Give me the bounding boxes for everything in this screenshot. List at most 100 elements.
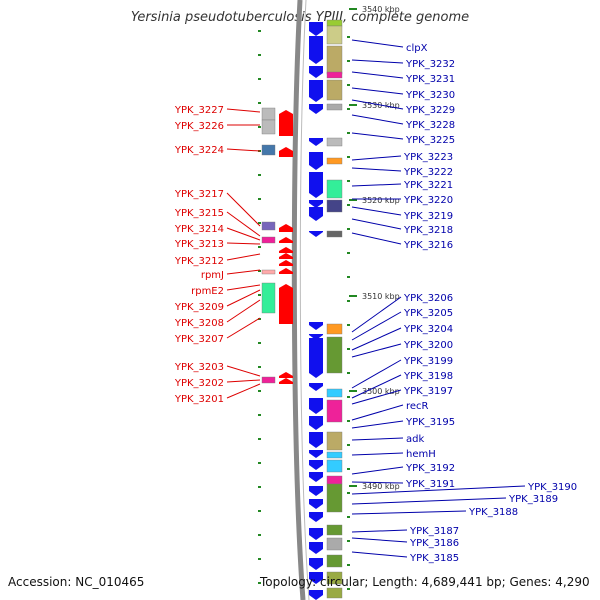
plus-gene-line	[351, 551, 408, 558]
plus-gene-label: YPK_3216	[403, 240, 453, 251]
plus-gene-label: YPK_3198	[403, 371, 453, 382]
tick-mark	[347, 420, 350, 422]
minus-gene-block	[261, 269, 276, 275]
accession-text: Accession: NC_010465	[8, 575, 145, 589]
minus-gene-block	[261, 282, 276, 314]
plus-gene-line	[351, 343, 402, 358]
plus-gene-label: YPK_3189	[508, 494, 558, 505]
minus-gene-block	[261, 144, 276, 156]
plus-gene-label: YPK_3223	[403, 152, 453, 163]
tick-mark	[347, 60, 350, 62]
minus-gene-arrow	[279, 147, 293, 157]
plus-gene-arrow	[309, 231, 323, 237]
plus-gene-arrow	[309, 542, 323, 554]
plus-gene-arrow	[309, 472, 323, 482]
tick-mark	[258, 318, 261, 320]
plus-gene-arrow	[309, 528, 323, 540]
minus-gene-line	[226, 148, 261, 152]
plus-gene-label: YPK_3221	[403, 180, 453, 191]
plus-gene-arrow	[309, 80, 323, 102]
minus-gene-arrow	[279, 268, 293, 274]
plus-gene-arrow	[309, 572, 323, 584]
tick-mark	[347, 300, 350, 302]
plus-gene-arrow	[309, 486, 323, 496]
plus-gene-label: YPK_3230	[405, 90, 455, 101]
minus-gene-block	[261, 221, 276, 231]
plus-gene-arrow	[309, 512, 323, 522]
tick-mark	[258, 534, 261, 536]
plus-gene-label: YPK_3187	[409, 526, 459, 537]
minus-gene-line	[226, 192, 261, 227]
scale-label: 3520 kbp	[362, 196, 400, 205]
tick-mark	[258, 438, 261, 440]
minus-gene-arrow	[279, 253, 293, 259]
plus-gene-label: YPK_3222	[403, 167, 453, 178]
plus-gene-block	[326, 475, 343, 485]
plus-gene-line	[351, 183, 402, 187]
tick-mark	[258, 30, 261, 32]
tick-mark	[347, 156, 350, 158]
tick-mark	[258, 294, 261, 296]
plus-gene-arrow	[309, 499, 323, 509]
plus-gene-arrow	[309, 200, 323, 208]
tick-mark	[258, 510, 261, 512]
tick-mark	[347, 396, 350, 398]
scale-label: 3510 kbp	[362, 292, 400, 301]
minus-gene-label: YPK_3203	[174, 362, 224, 373]
tick-mark	[258, 366, 261, 368]
tick-mark	[258, 390, 261, 392]
tick-mark	[258, 342, 261, 344]
scale-label: 3540 kbp	[362, 5, 400, 14]
tick-mark	[347, 444, 350, 446]
minus-gene-label: YPK_3227	[174, 105, 224, 116]
plus-gene-arrow	[309, 66, 323, 78]
minus-gene-block	[261, 376, 276, 384]
tick-mark	[258, 126, 261, 128]
plus-gene-label: YPK_3229	[405, 105, 455, 116]
minus-gene-label: YPK_3224	[174, 145, 224, 156]
plus-gene-line	[351, 485, 526, 495]
plus-gene-block	[326, 554, 343, 568]
tick-mark	[347, 540, 350, 542]
minus-gene-line	[226, 253, 261, 261]
minus-gene-label: YPK_3201	[174, 394, 224, 405]
plus-gene-block	[326, 451, 343, 459]
minus-gene-line	[226, 269, 261, 275]
minus-gene-label: YPK_3212	[174, 256, 224, 267]
plus-gene-arrow	[309, 450, 323, 458]
minus-gene-label: YPK_3214	[174, 224, 224, 235]
plus-gene-line	[351, 311, 402, 341]
minus-gene-line	[226, 383, 261, 399]
plus-gene-label: YPK_3232	[405, 59, 455, 70]
plus-gene-line	[351, 132, 404, 140]
tick-mark	[258, 246, 261, 248]
plus-gene-line	[351, 529, 408, 533]
tick-mark	[258, 222, 261, 224]
plus-gene-label: YPK_3228	[405, 120, 455, 131]
tick-mark	[347, 276, 350, 278]
plus-gene-label: YPK_3199	[403, 356, 453, 367]
genome-backbone-inner	[299, 0, 310, 600]
tick-mark	[258, 486, 261, 488]
plus-gene-line	[351, 497, 507, 505]
tick-mark	[347, 204, 350, 206]
plus-gene-block	[326, 399, 343, 423]
minus-gene-label: YPK_3202	[174, 378, 224, 389]
plus-gene-label: YPK_3186	[409, 538, 459, 549]
plus-gene-line	[351, 155, 402, 161]
plus-gene-label: YPK_3225	[405, 135, 455, 146]
plus-gene-line	[351, 374, 402, 399]
plus-gene-block	[326, 459, 343, 473]
scale-tick	[349, 485, 357, 487]
tick-mark	[347, 564, 350, 566]
plus-gene-block	[326, 537, 343, 551]
tick-mark	[258, 78, 261, 80]
scale-label: 3490 kbp	[362, 482, 400, 491]
plus-gene-arrow	[309, 590, 323, 600]
plus-gene-line	[351, 99, 404, 110]
tick-mark	[347, 84, 350, 86]
minus-gene-label: YPK_3226	[174, 121, 224, 132]
scale-tick	[349, 199, 357, 201]
minus-gene-line	[226, 365, 261, 377]
